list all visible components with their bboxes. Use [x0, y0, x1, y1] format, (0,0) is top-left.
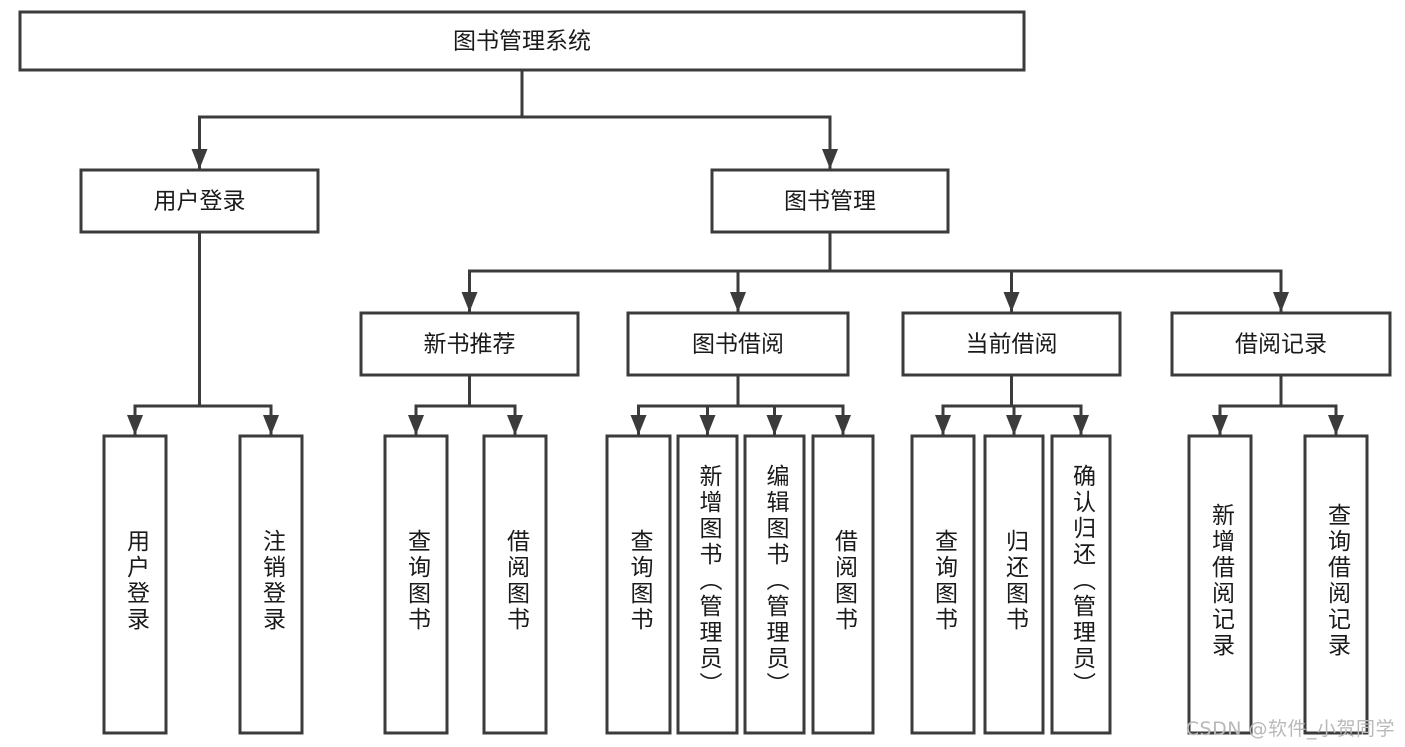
- node-level3-4[interactable]: 借阅记录: [1170, 311, 1392, 377]
- arrow-head-icon: [191, 149, 208, 169]
- arrow-head-icon: [507, 415, 523, 435]
- arrow-head-icon: [730, 292, 746, 312]
- arrow-head-icon: [1328, 415, 1344, 435]
- arrow-head-icon: [1073, 415, 1089, 435]
- arrow-head-icon: [408, 415, 424, 435]
- node-label: 新书推荐: [424, 332, 516, 358]
- node-box[interactable]: [1187, 434, 1253, 735]
- node-label: 图书管理: [784, 189, 876, 215]
- arrow-head-icon: [935, 415, 951, 435]
- node-leaf-12[interactable]: [1187, 434, 1253, 735]
- arrow-head-icon: [1006, 415, 1022, 435]
- node-leaf-3[interactable]: [383, 434, 449, 735]
- node-leaf-6[interactable]: [676, 434, 739, 735]
- node-level3-1[interactable]: 新书推荐: [359, 311, 580, 377]
- arrow-head-icon: [1003, 292, 1020, 312]
- node-box[interactable]: [1050, 434, 1112, 735]
- node-box[interactable]: [1303, 434, 1369, 735]
- node-box[interactable]: [901, 311, 1122, 377]
- node-box[interactable]: [626, 311, 850, 377]
- node-level2-2[interactable]: 图书管理: [710, 168, 950, 234]
- node-box[interactable]: [910, 434, 976, 735]
- node-box[interactable]: [676, 434, 739, 735]
- node-box[interactable]: [482, 434, 548, 735]
- node-leaf-7[interactable]: [743, 434, 806, 735]
- node-box[interactable]: [1170, 311, 1392, 377]
- node-label: 用户登录: [154, 189, 246, 215]
- connector-layer: [127, 68, 1344, 436]
- node-box[interactable]: [383, 434, 449, 735]
- node-box[interactable]: [79, 168, 320, 234]
- arrow-head-icon: [461, 292, 478, 312]
- node-box[interactable]: [743, 434, 806, 735]
- node-leaf-2[interactable]: [238, 434, 304, 735]
- node-leaf-10[interactable]: [983, 434, 1045, 735]
- node-box[interactable]: [359, 311, 580, 377]
- node-leaf-13[interactable]: [1303, 434, 1369, 735]
- arrow-head-icon: [630, 415, 647, 435]
- node-leaf-4[interactable]: [482, 434, 548, 735]
- node-level2-1[interactable]: 用户登录: [79, 168, 320, 234]
- node-box[interactable]: [811, 434, 875, 735]
- arrow-head-icon: [263, 415, 279, 435]
- node-label: 当前借阅: [966, 332, 1058, 358]
- watermark-text: CSDN @软件_小贺同学: [1185, 718, 1395, 740]
- node-label: 借阅记录: [1235, 332, 1327, 358]
- arrow-head-icon: [699, 415, 716, 435]
- node-level3-3[interactable]: 当前借阅: [901, 311, 1122, 377]
- arrow-head-icon: [766, 415, 783, 435]
- arrow-head-icon: [822, 149, 838, 169]
- arrow-head-icon: [127, 415, 143, 435]
- node-box[interactable]: [102, 434, 168, 735]
- node-label: 图书借阅: [692, 332, 784, 358]
- node-leaf-5[interactable]: [605, 434, 672, 735]
- node-box[interactable]: [238, 434, 304, 735]
- node-level3-2[interactable]: 图书借阅: [626, 311, 850, 377]
- node-leaf-9[interactable]: [910, 434, 976, 735]
- node-box[interactable]: [710, 168, 950, 234]
- node-label: 图书管理系统: [453, 29, 591, 55]
- node-box[interactable]: [983, 434, 1045, 735]
- node-leaf-8[interactable]: [811, 434, 875, 735]
- node-leaf-11[interactable]: [1050, 434, 1112, 735]
- node-box[interactable]: [605, 434, 672, 735]
- node-leaf-1[interactable]: [102, 434, 168, 735]
- arrow-head-icon: [1273, 292, 1289, 312]
- node-root-system[interactable]: 图书管理系统: [18, 10, 1026, 72]
- arrow-head-icon: [1212, 415, 1228, 435]
- node-box[interactable]: [18, 10, 1026, 72]
- arrow-head-icon: [835, 415, 851, 435]
